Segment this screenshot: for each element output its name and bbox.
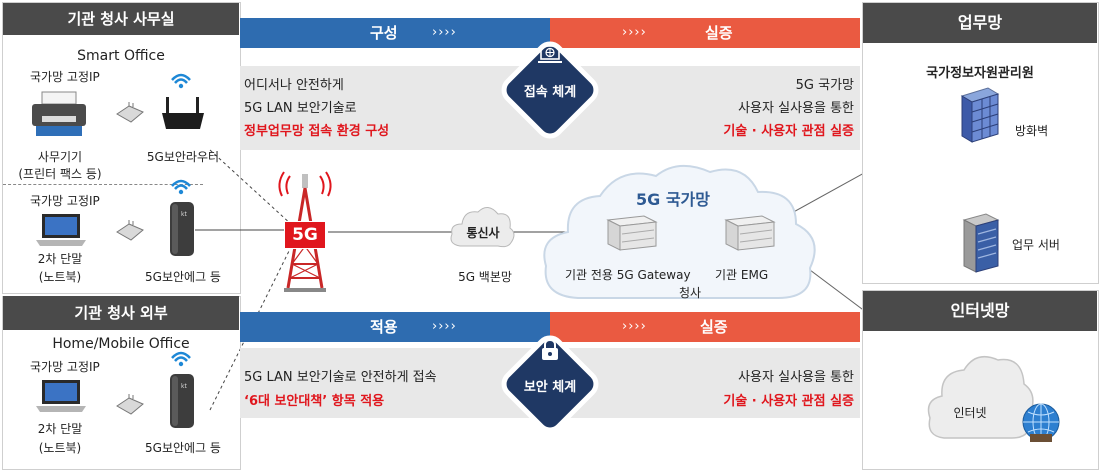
top-left-red: 정부업무망 접속 환경 구성 bbox=[244, 124, 390, 139]
egg-device-icon: kt bbox=[170, 202, 194, 256]
printer-label-2: (프린터 팩스 등) bbox=[18, 167, 102, 181]
server-icon bbox=[962, 213, 1000, 273]
emg-device-icon bbox=[724, 215, 776, 251]
printer-label-1: 사무기기 bbox=[37, 150, 83, 164]
outside-header: 기관 청사 외부 bbox=[3, 296, 239, 330]
router-label: 5G보안라우터 bbox=[146, 150, 220, 164]
wifi-icon bbox=[171, 73, 191, 89]
laptop-icon bbox=[36, 380, 86, 412]
fixed-ip-label-2: 국가망 고정IP bbox=[30, 194, 100, 208]
backbone-label: 5G 백본망 bbox=[458, 270, 512, 284]
svg-text:kt: kt bbox=[181, 211, 187, 218]
agency-label: 청사 bbox=[678, 286, 702, 300]
bottom-right-chevrons: ›››› bbox=[622, 319, 647, 334]
national-net-label: 5G 국가망 bbox=[636, 190, 710, 209]
bottom-left-bar-label: 적용 bbox=[370, 318, 398, 336]
bottom-left-red: ‘6대 보안대책’ 항목 적용 bbox=[244, 394, 385, 409]
fixed-ip-label-1: 국가망 고정IP bbox=[30, 70, 100, 84]
emg-label: 기관 EMG bbox=[715, 268, 769, 282]
top-left-chevrons: ›››› bbox=[432, 25, 457, 40]
wifi-icon bbox=[171, 351, 191, 367]
svg-text:kt: kt bbox=[181, 383, 187, 390]
bottom-left-chevrons: ›››› bbox=[432, 319, 457, 334]
5g-badge: 5G bbox=[284, 221, 326, 249]
gateway-label: 기관 전용 5G Gateway bbox=[565, 268, 691, 282]
laptop2-label-2: (노트북) bbox=[38, 441, 82, 455]
office-divider bbox=[3, 184, 203, 185]
bottom-right-red: 기술 · 사용자 관점 실증 bbox=[723, 394, 854, 409]
fixed-ip-label-3: 국가망 고정IP bbox=[30, 360, 100, 374]
top-right-bar-label: 실증 bbox=[705, 24, 733, 42]
office-header: 기관 청사 사무실 bbox=[3, 3, 239, 35]
bottom-left-line: 5G LAN 보안기술로 안전하게 접속 bbox=[244, 370, 437, 385]
lock-icon bbox=[542, 338, 558, 360]
telecom-label: 통신사 bbox=[466, 226, 500, 240]
home-office-label: Home/Mobile Office bbox=[52, 336, 190, 352]
top-left-line-2: 5G LAN 보안기술로 bbox=[244, 101, 357, 116]
ethernet-plug-icon bbox=[116, 220, 144, 241]
nirs-label: 국가정보자원관리원 bbox=[926, 66, 1034, 81]
laptop-globe-icon bbox=[538, 45, 562, 63]
laptop2-label-1: 2차 단말 bbox=[37, 422, 83, 436]
laptop1-label-2: (노트북) bbox=[38, 270, 82, 284]
firewall-label: 방화벽 bbox=[1015, 124, 1049, 138]
ethernet-plug-icon bbox=[116, 394, 144, 415]
gateway-device-icon bbox=[606, 215, 658, 251]
access-system-label: 접속 체계 bbox=[523, 85, 577, 100]
laptop1-label-1: 2차 단말 bbox=[37, 252, 83, 266]
printer-icon bbox=[32, 91, 86, 136]
top-left-line-1: 어디서나 안전하게 bbox=[244, 78, 344, 93]
top-right-red: 기술 · 사용자 관점 실증 bbox=[723, 124, 854, 139]
security-system-label: 보안 체계 bbox=[523, 380, 577, 395]
firewall-icon bbox=[960, 87, 1000, 143]
egg2-label: 5G보안에그 등 bbox=[145, 441, 221, 455]
internet-header: 인터넷망 bbox=[863, 291, 1097, 331]
access-system-diamond bbox=[501, 41, 599, 139]
globe-icon bbox=[1022, 403, 1060, 442]
national-network-cloud bbox=[543, 165, 816, 299]
bottom-right-bar-label: 실증 bbox=[700, 318, 728, 336]
server-label: 업무 서버 bbox=[1012, 238, 1060, 252]
smart-office-label: Smart Office bbox=[77, 48, 165, 64]
top-right-chevrons: ›››› bbox=[622, 25, 647, 40]
laptop-icon bbox=[36, 214, 86, 246]
internet-label: 인터넷 bbox=[953, 406, 987, 420]
router-icon bbox=[162, 97, 204, 129]
security-system-diamond bbox=[501, 335, 599, 433]
top-blue-bar bbox=[240, 18, 550, 48]
work-network-header: 업무망 bbox=[863, 3, 1097, 43]
wifi-icon bbox=[171, 179, 191, 195]
telecom-cloud-icon bbox=[450, 207, 515, 248]
bottom-red-bar bbox=[550, 312, 860, 342]
top-red-bar bbox=[550, 18, 860, 48]
top-right-line-1: 5G 국가망 bbox=[795, 78, 854, 93]
ethernet-plug-icon bbox=[116, 102, 144, 123]
bottom-blue-bar bbox=[240, 312, 550, 342]
egg-device-icon: kt bbox=[170, 374, 194, 428]
bottom-right-line: 사용자 실사용을 통한 bbox=[738, 370, 854, 385]
top-left-bar-label: 구성 bbox=[370, 24, 398, 42]
top-right-line-2: 사용자 실사용을 통한 bbox=[738, 101, 854, 116]
egg1-label: 5G보안에그 등 bbox=[145, 270, 221, 284]
